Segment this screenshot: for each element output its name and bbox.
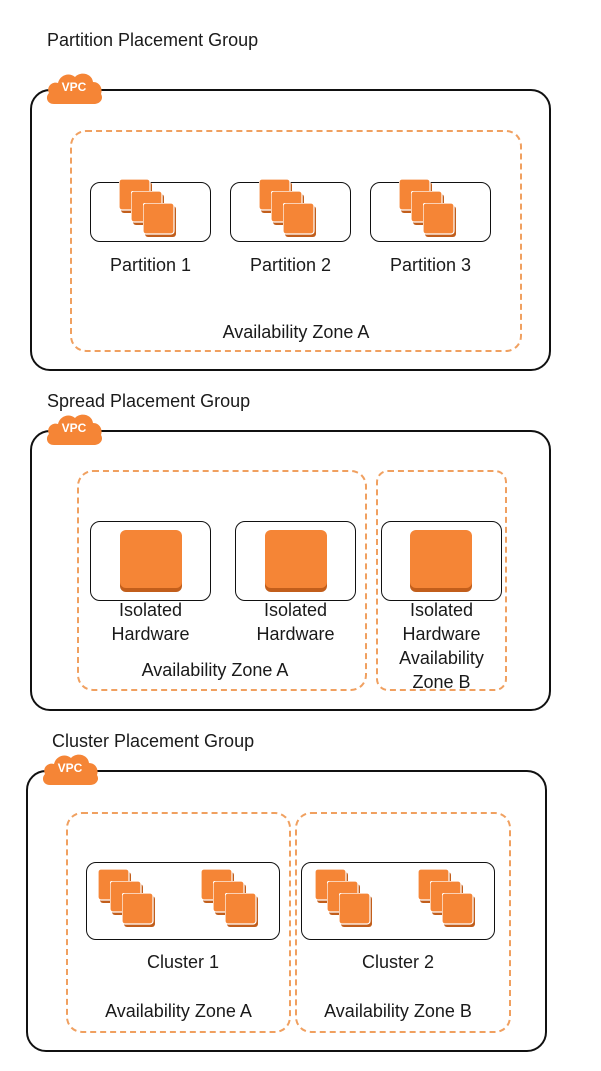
ec2-instance-icon — [265, 530, 327, 592]
partition-vpc-box — [30, 89, 551, 371]
cluster-vpc-badge: VPC — [40, 751, 100, 787]
partition-group-title: Partition Placement Group — [47, 30, 259, 50]
spread-node-3-label-line1: Isolated — [409, 600, 474, 620]
ec2-instance-icon — [410, 530, 472, 592]
cluster-group-title: Cluster Placement Group — [52, 731, 255, 751]
ec2-instance-icon — [120, 530, 182, 592]
ec2-instance-stack-icon — [418, 869, 478, 929]
ec2-instance-stack-icon — [201, 869, 261, 929]
partition-vpc-badge: VPC — [44, 70, 104, 106]
spread-group-title: Spread Placement Group — [47, 391, 251, 411]
vpc-label: VPC — [61, 80, 87, 94]
partition-zone-a — [70, 130, 522, 352]
partition-1-label: Partition 1 — [109, 255, 192, 275]
ec2-instance-stack-icon — [399, 179, 459, 239]
partition-zone-a-label: Availability Zone A — [222, 322, 370, 342]
spread-node-3-label-line2: Hardware — [402, 624, 481, 644]
cluster-zone-b-label: Availability Zone B — [324, 1001, 472, 1021]
vpc-label: VPC — [61, 421, 87, 435]
spread-zone-b — [376, 470, 507, 691]
cluster-zone-a — [66, 812, 291, 1033]
spread-vpc-badge: VPC — [44, 411, 104, 447]
cluster-zone-b — [295, 812, 511, 1033]
ec2-instance-stack-icon — [119, 179, 179, 239]
spread-node-1-label-line2: Hardware — [111, 624, 190, 644]
spread-vpc-box — [30, 430, 551, 711]
spread-zone-a — [77, 470, 367, 691]
spread-zone-b-label-line1: Availability — [399, 648, 484, 668]
partition-3-label: Partition 3 — [389, 255, 472, 275]
partition-2-label: Partition 2 — [249, 255, 332, 275]
cluster-zone-a-label: Availability Zone A — [105, 1001, 252, 1021]
spread-node-1-label-line1: Isolated — [118, 600, 183, 620]
cluster-1-label: Cluster 1 — [146, 952, 220, 972]
ec2-instance-stack-icon — [98, 869, 158, 929]
cluster-vpc-box — [26, 770, 547, 1052]
ec2-instance-stack-icon — [259, 179, 319, 239]
spread-zone-a-label: Availability Zone A — [141, 660, 289, 680]
cluster-2-label: Cluster 2 — [361, 952, 435, 972]
ec2-instance-stack-icon — [315, 869, 375, 929]
spread-node-2-label-line1: Isolated — [263, 600, 328, 620]
spread-zone-b-label-line2: Zone B — [412, 672, 471, 692]
spread-node-2-label-line2: Hardware — [256, 624, 335, 644]
vpc-label: VPC — [57, 761, 83, 775]
